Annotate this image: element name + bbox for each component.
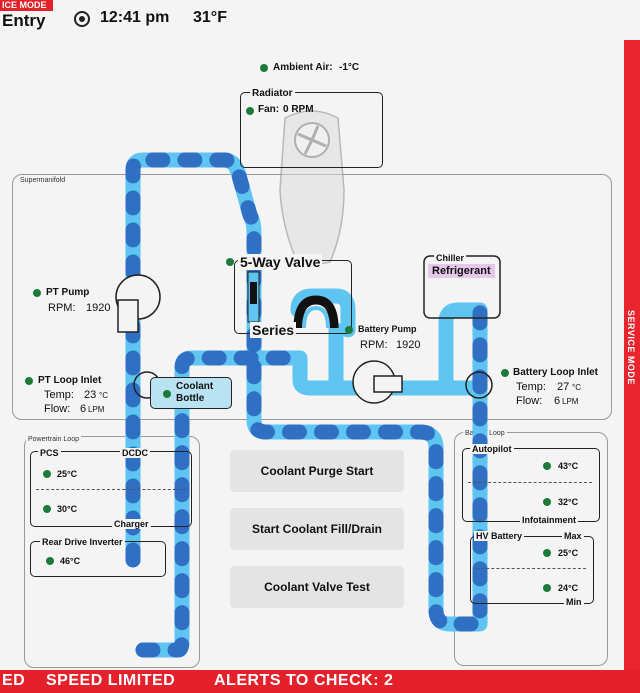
hv-battery-box bbox=[470, 536, 594, 604]
powertrain-loop-panel bbox=[24, 436, 200, 668]
dcdc-temperature: 30°C bbox=[57, 504, 78, 514]
status-bar: ICE MODE Entry 12:41 pm 31°F bbox=[0, 0, 640, 34]
dcdc-label: DCDC bbox=[120, 448, 150, 458]
hv-battery-max-temperature: 25°C bbox=[558, 548, 579, 558]
battery-pump-rpm-label: RPM: bbox=[360, 339, 388, 351]
pcs-dcdc-box bbox=[30, 451, 192, 527]
coolant-bottle-status-dot bbox=[163, 390, 171, 398]
radiator-fan-value: 0 RPM bbox=[283, 104, 314, 115]
coolant-valve-test-button[interactable]: Coolant Valve Test bbox=[230, 566, 404, 608]
radiator-box bbox=[240, 92, 383, 168]
radiator-title: Radiator bbox=[250, 88, 295, 99]
battery-loop-inlet-temp-label: Temp: bbox=[516, 381, 546, 393]
hv-battery-min-status-dot bbox=[543, 584, 551, 592]
battery-loop-inlet-temp-unit: °C bbox=[572, 383, 581, 392]
alert-bar: ED SPEED LIMITED ALERTS TO CHECK: 2 bbox=[0, 670, 640, 693]
battery-pump-rpm-value: 1920 bbox=[396, 339, 421, 351]
ambient-air-label: Ambient Air: bbox=[273, 62, 333, 73]
service-mode-side-label: SERVICE MODE bbox=[626, 310, 636, 385]
battery-pump-icon bbox=[352, 360, 403, 404]
rear-drive-inverter-title: Rear Drive Inverter bbox=[40, 537, 125, 547]
five-way-status-dot bbox=[226, 258, 234, 266]
hv-battery-label: HV Battery bbox=[474, 531, 525, 541]
speed-limited-text: SPEED LIMITED bbox=[46, 672, 176, 689]
powertrain-loop-label: Powertrain Loop bbox=[26, 436, 81, 443]
pt-loop-inlet-temp-label: Temp: bbox=[44, 389, 74, 401]
autopilot-label: Autopilot bbox=[470, 444, 514, 454]
pt-loop-inlet-title: PT Loop Inlet bbox=[38, 375, 102, 386]
pt-loop-inlet-temp-unit: °C bbox=[99, 391, 108, 400]
service-mode-tag: ICE MODE bbox=[0, 0, 53, 11]
pt-pump-rpm-value: 1920 bbox=[86, 302, 111, 314]
supermanifold-label: Supermanifold bbox=[18, 177, 68, 184]
pt-pump-status-dot bbox=[33, 289, 41, 297]
chiller-refrigerant-state: Refrigerant bbox=[428, 264, 495, 278]
dcdc-status-dot bbox=[43, 505, 51, 513]
battery-loop-inlet-status-dot bbox=[501, 369, 509, 377]
battery-loop-panel bbox=[454, 432, 608, 666]
outside-temperature: 31°F bbox=[193, 9, 227, 26]
battery-loop-inlet-flow-value: 6 bbox=[554, 395, 561, 407]
battery-loop-inlet-flow-label: Flow: bbox=[516, 395, 543, 407]
pt-loop-inlet-flow-unit: LPM bbox=[88, 405, 105, 414]
gear-indicator: Entry bbox=[2, 11, 46, 30]
pcs-temperature: 25°C bbox=[57, 469, 78, 479]
radiator-fan-icon bbox=[279, 110, 345, 269]
pt-loop-inlet-flow-label: Flow: bbox=[44, 403, 71, 415]
pt-pump-title: PT Pump bbox=[46, 287, 90, 298]
pt-loop-inlet-temp-value: 23 bbox=[84, 389, 97, 401]
autopilot-temperature: 43°C bbox=[558, 461, 579, 471]
ambient-status-dot bbox=[260, 64, 268, 72]
alert-bar-left-text: ED bbox=[2, 672, 26, 689]
clock-icon bbox=[74, 11, 90, 27]
hv-battery-max-status-dot bbox=[543, 549, 551, 557]
hv-battery-min-temperature: 24°C bbox=[558, 583, 579, 593]
pcs-dcdc-divider bbox=[36, 489, 186, 490]
coolant-bottle-label-1: Coolant bbox=[176, 381, 214, 392]
alerts-to-check-button[interactable]: ALERTS TO CHECK: 2 bbox=[214, 672, 394, 689]
pt-loop-inlet-flow-value: 6 bbox=[80, 403, 87, 415]
pt-loop-inlet-status-dot bbox=[25, 377, 33, 385]
pcs-label: PCS bbox=[38, 448, 61, 458]
battery-pump-status-dot bbox=[345, 326, 353, 334]
five-way-valve-mode: Series bbox=[250, 322, 297, 338]
autopilot-status-dot bbox=[543, 462, 551, 470]
hv-battery-divider bbox=[476, 568, 586, 569]
coolant-bottle-label-2: Bottle bbox=[176, 393, 205, 404]
radiator-fan-label: Fan: bbox=[258, 104, 280, 115]
rear-drive-inverter-status-dot bbox=[46, 557, 54, 565]
battery-loop-inlet-temp-value: 27 bbox=[557, 381, 570, 393]
infotainment-status-dot bbox=[543, 498, 551, 506]
infotainment-label: Infotainment bbox=[520, 515, 578, 525]
five-way-valve-title: 5-Way Valve bbox=[238, 254, 323, 270]
coolant-purge-start-button[interactable]: Coolant Purge Start bbox=[230, 450, 404, 492]
radiator-status-dot bbox=[246, 107, 254, 115]
ambient-air-value: -1°C bbox=[339, 62, 360, 73]
infotainment-temperature: 32°C bbox=[558, 497, 579, 507]
hv-battery-max-label: Max bbox=[562, 531, 584, 541]
rear-drive-inverter-temperature: 46°C bbox=[60, 556, 81, 566]
pt-pump-icon bbox=[115, 274, 161, 333]
service-mode-strip bbox=[624, 40, 640, 680]
battery-loop-inlet-title: Battery Loop Inlet bbox=[513, 367, 599, 378]
chiller-title: Chiller bbox=[434, 253, 467, 263]
coolant-fill-drain-button[interactable]: Start Coolant Fill/Drain bbox=[230, 508, 404, 550]
hv-battery-min-label: Min bbox=[564, 597, 584, 607]
pcs-status-dot bbox=[43, 470, 51, 478]
pt-pump-rpm-label: RPM: bbox=[48, 302, 76, 314]
clock-time: 12:41 pm bbox=[100, 9, 170, 26]
autopilot-infotainment-box bbox=[462, 448, 600, 522]
battery-loop-inlet-sensor-icon bbox=[465, 371, 493, 399]
coolant-pipes bbox=[125, 152, 488, 658]
battery-pump-title: Battery Pump bbox=[358, 324, 417, 334]
battery-loop-inlet-flow-unit: LPM bbox=[562, 397, 579, 406]
charger-label: Charger bbox=[112, 519, 151, 529]
autopilot-infotainment-divider bbox=[468, 482, 592, 483]
